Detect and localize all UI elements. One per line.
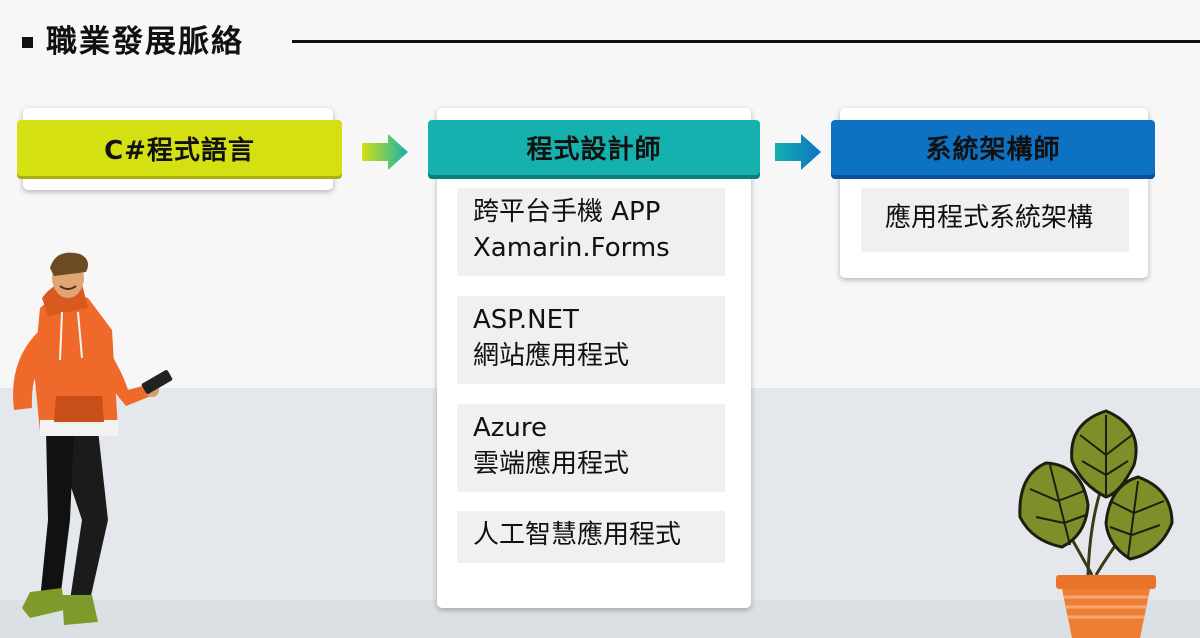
item-line: 應用程式系統架構: [885, 203, 1094, 233]
arrow-right-icon: [775, 134, 821, 170]
title-divider: [292, 40, 1200, 43]
potted-plant-illustration: [1018, 409, 1174, 638]
item-line: 跨平台手機 APP: [473, 197, 661, 227]
title-bullet-icon: [22, 37, 33, 48]
person-with-phone-illustration: [13, 252, 173, 625]
stage-3-banner: 系統架構師: [831, 120, 1155, 175]
list-item: 跨平台手機 APP Xamarin.Forms: [457, 188, 725, 276]
item-line: 雲端應用程式: [473, 449, 630, 479]
item-line: Azure: [473, 413, 548, 443]
page-title: 職業發展脈絡: [46, 24, 244, 60]
item-line: 網站應用程式: [473, 341, 630, 371]
item-line: Xamarin.Forms: [473, 233, 670, 263]
list-item: 應用程式系統架構: [861, 188, 1129, 252]
list-item: 人工智慧應用程式: [457, 511, 725, 563]
item-line: ASP.NET: [473, 305, 579, 335]
list-item: ASP.NET 網站應用程式: [457, 296, 725, 384]
stage-2-banner: 程式設計師: [428, 120, 760, 175]
stage-1-banner: C#程式語言: [17, 120, 342, 176]
arrow-right-icon: [362, 134, 408, 170]
list-item: Azure 雲端應用程式: [457, 404, 725, 492]
item-line: 人工智慧應用程式: [473, 520, 682, 550]
